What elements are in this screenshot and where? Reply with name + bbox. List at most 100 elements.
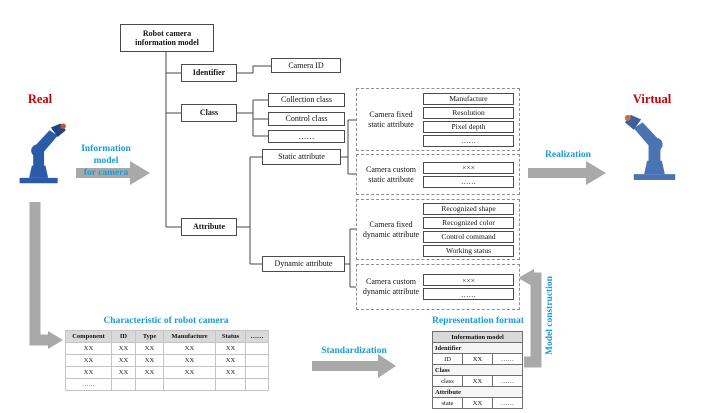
group-label: Camera custom static attribute xyxy=(366,164,416,184)
table-cell: XX xyxy=(65,354,112,367)
group-label: Camera fixed static attribute xyxy=(368,109,414,129)
standardization-label: Standardization xyxy=(321,346,387,356)
realization-label: Realization xyxy=(545,150,591,160)
table-cell: XX xyxy=(135,342,164,355)
robot-pedestal xyxy=(644,160,665,175)
table-row: state XX …… xyxy=(432,397,523,409)
table-cell: XX xyxy=(163,366,216,379)
attribute-item-box: …… xyxy=(423,134,514,147)
representation-title: Representation format xyxy=(432,316,524,326)
table-header-row: Component ID Type Manufacture Status …… xyxy=(65,330,269,343)
robot-base xyxy=(19,177,58,184)
robot-base xyxy=(633,174,676,181)
rep-section-header: Class xyxy=(432,364,523,376)
information-model-label: Information model for camera xyxy=(81,144,131,178)
group-items: Recognized shape Recognized color Contro… xyxy=(423,202,514,257)
table-row: …… xyxy=(65,378,269,391)
column-header: ID xyxy=(111,330,136,343)
table-cell: XX xyxy=(462,375,493,387)
table-cell xyxy=(245,366,269,379)
attribute-item-box: Recognized color xyxy=(423,216,514,229)
robot-end-effector xyxy=(60,123,66,129)
group-label: Camera custom dynamic attribute xyxy=(362,277,420,296)
table-cell: …… xyxy=(492,353,523,365)
rep-table-title: Information model xyxy=(432,331,523,343)
table-row: Identifier xyxy=(432,342,523,354)
table-cell: XX xyxy=(135,354,164,367)
table-cell: XX xyxy=(163,342,216,355)
attribute-box: Attribute xyxy=(181,218,237,236)
table-row: Attribute xyxy=(432,386,523,398)
attribute-item-box: Control command xyxy=(423,230,514,243)
characteristic-table: Component ID Type Manufacture Status …… … xyxy=(65,330,269,391)
rep-section-header: Identifier xyxy=(432,342,523,354)
table-cell xyxy=(135,378,164,391)
attribute-item-box: …… xyxy=(423,175,514,188)
model-construction-label: Model construction xyxy=(545,276,555,356)
table-cell: XX xyxy=(215,366,246,379)
virtual-label: Virtual xyxy=(632,92,672,106)
rep-section-header: Attribute xyxy=(432,386,523,398)
column-header: Manufacture xyxy=(163,330,216,343)
table-cell: class xyxy=(432,375,463,387)
realization-arrow xyxy=(528,161,606,185)
table-cell: XX xyxy=(215,342,246,355)
static-attribute-box: Static attribute xyxy=(262,149,341,165)
table-cell xyxy=(215,378,246,391)
column-header: Component xyxy=(65,330,112,343)
robot-joint xyxy=(649,137,663,152)
table-cell: XX xyxy=(215,354,246,367)
column-header: Status xyxy=(215,330,246,343)
representation-table: Information model Identifier ID XX …… Cl… xyxy=(432,331,523,409)
attribute-item-box: Resolution xyxy=(423,106,514,119)
table-cell: XX xyxy=(462,353,493,365)
table-row: Class xyxy=(432,364,523,376)
table-cell xyxy=(245,342,269,355)
table-row: Information model xyxy=(432,331,523,343)
group-label: Camera fixed dynamic attribute xyxy=(362,219,420,239)
table-cell: state xyxy=(432,397,463,409)
table-cell: XX xyxy=(65,342,112,355)
custom-static-attribute-group: Camera custom static attribute ××× …… xyxy=(356,154,520,195)
camera-id-box: Camera ID xyxy=(271,58,341,73)
table-row: class XX …… xyxy=(432,375,523,387)
group-items: Manufacture Resolution Pixel depth …… xyxy=(423,92,514,147)
attribute-item-box: …… xyxy=(423,288,514,300)
table-cell: XX xyxy=(163,354,216,367)
control-class-box: Control class xyxy=(268,112,345,126)
collection-class-box: Collection class xyxy=(268,93,345,107)
robot-end-effector xyxy=(624,114,631,121)
root-box: Robot camera information model xyxy=(120,24,214,52)
table-cell: …… xyxy=(492,397,523,409)
table-cell: XX xyxy=(135,366,164,379)
attribute-item-box: Working status xyxy=(423,244,514,257)
attribute-item-box: ××× xyxy=(423,274,514,286)
class-box: Class xyxy=(181,104,237,122)
table-cell: …… xyxy=(492,375,523,387)
table-cell: …… xyxy=(65,378,112,391)
attribute-item-box: Pixel depth xyxy=(423,120,514,133)
table-cell: ID xyxy=(432,353,463,365)
robot-joint xyxy=(31,144,44,157)
characteristic-arrow xyxy=(29,202,63,349)
identifier-box: Identifier xyxy=(181,64,237,82)
fixed-static-attribute-group: Camera fixed static attribute Manufactur… xyxy=(356,88,520,151)
column-header: …… xyxy=(245,330,269,343)
table-cell xyxy=(245,354,269,367)
attribute-item-box: Recognized shape xyxy=(423,202,514,215)
group-items: ××× …… xyxy=(423,274,514,300)
table-row: ID XX …… xyxy=(432,353,523,365)
characteristic-title: Characteristic of robot camera xyxy=(103,316,229,326)
table-cell xyxy=(245,378,269,391)
tree-connectors xyxy=(165,52,356,288)
robot-image-real xyxy=(19,123,66,184)
group-items: ××× …… xyxy=(423,161,514,188)
table-cell: XX xyxy=(111,342,136,355)
robot-image-virtual xyxy=(624,114,676,181)
table-cell: XX xyxy=(111,366,136,379)
table-cell: XX xyxy=(111,354,136,367)
